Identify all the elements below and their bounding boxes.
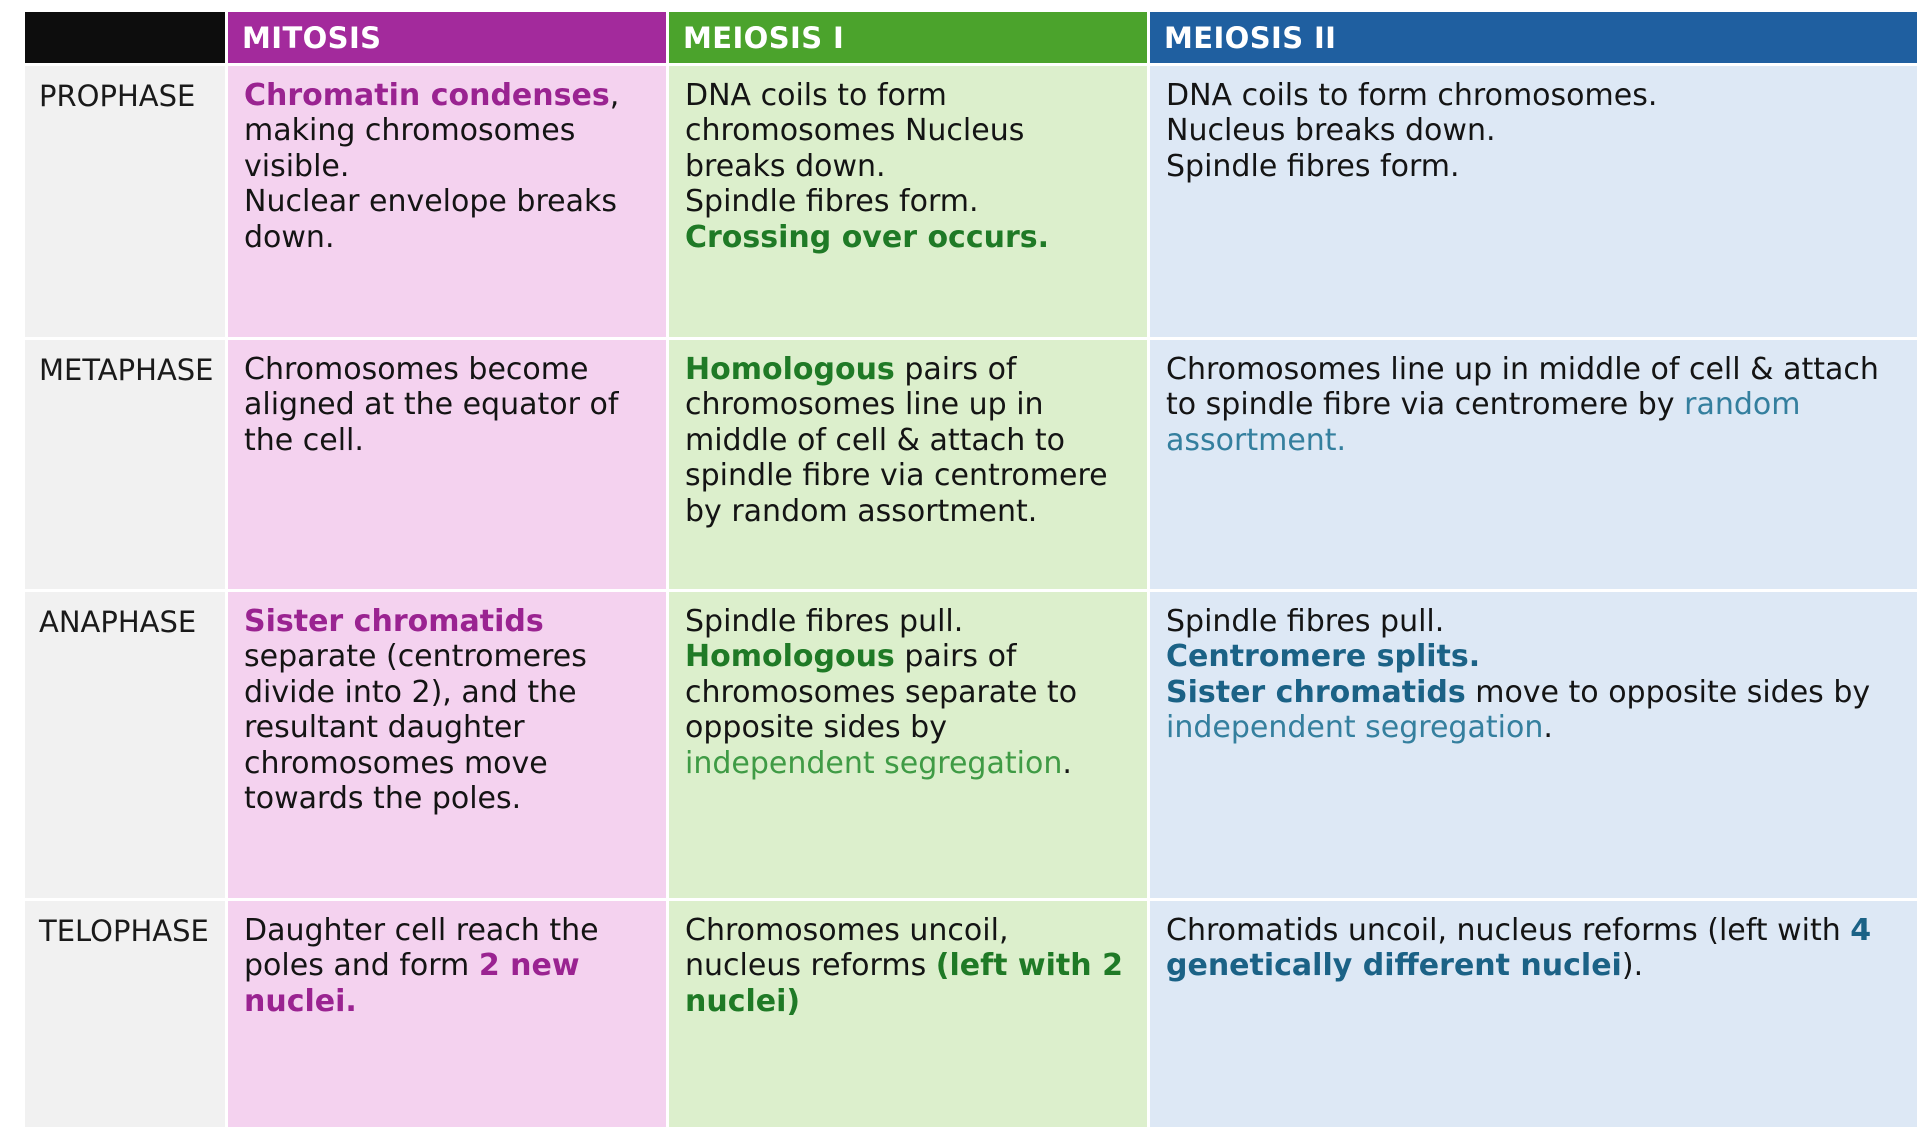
cell-metaphase-mitosis: Chromosomes become aligned at the equato…: [228, 340, 666, 589]
text-anaphase-meiosis-2-tail: .: [1543, 710, 1553, 746]
cell-telophase-meiosis-2: Chromatids uncoil, nucleus reforms (left…: [1150, 901, 1917, 1127]
row-label-telophase: TELOPHASE: [25, 901, 225, 1127]
cell-anaphase-mitosis: Sister chromatids separate (centromeres …: [228, 592, 666, 898]
text-anaphase-mitosis: separate (centromeres divide into 2), an…: [244, 604, 597, 816]
emphasis-sister-chromatids-meiosis-2: Sister chromatids: [1166, 674, 1466, 710]
cell-anaphase-meiosis-2: Spindle fibres pull. Centromere splits.S…: [1150, 592, 1917, 898]
table-row-anaphase: ANAPHASE Sister chromatids separate (cen…: [25, 592, 1917, 898]
mitosis-meiosis-comparison-table: MITOSIS MEIOSIS I MEIOSIS II PROPHASE Ch…: [22, 9, 1920, 1130]
text-prophase-meiosis-1: DNA coils to form chromosomes Nucleus br…: [685, 78, 1025, 220]
text-telophase-meiosis-2-tail: ).: [1621, 948, 1644, 984]
header-row: MITOSIS MEIOSIS I MEIOSIS II: [25, 12, 1917, 63]
cell-telophase-meiosis-1: Chromosomes uncoil, nucleus reforms (lef…: [669, 901, 1147, 1127]
text-anaphase-meiosis-1-mid: pairs of chromosomes separate to opposit…: [685, 639, 1087, 746]
row-label-metaphase: METAPHASE: [25, 340, 225, 589]
emphasis-homologous-metaphase: Homologous: [685, 352, 895, 387]
emphasis-random-assortment: random assortment.: [1166, 387, 1811, 458]
header-cell-meiosis-2: MEIOSIS II: [1150, 12, 1917, 63]
cell-prophase-mitosis: Chromatin condenses, making chromosomes …: [228, 66, 666, 337]
table-row-telophase: TELOPHASE Daughter cell reach the poles …: [25, 901, 1917, 1127]
cell-telophase-mitosis: Daughter cell reach the poles and form 2…: [228, 901, 666, 1127]
table-body: PROPHASE Chromatin condenses, making chr…: [25, 66, 1917, 1127]
text-metaphase-meiosis-2: Chromosomes line up in middle of cell & …: [1166, 352, 1889, 423]
table-header: MITOSIS MEIOSIS I MEIOSIS II: [25, 12, 1917, 63]
emphasis-crossing-over-occurs: Crossing over occurs.: [685, 219, 1050, 255]
cell-prophase-meiosis-2: DNA coils to form chromosomes. Nucleus b…: [1150, 66, 1917, 337]
emphasis-chromatin-condenses: Chromatin condenses: [244, 78, 610, 113]
text-anaphase-meiosis-2-lead: Spindle fibres pull.: [1166, 604, 1445, 639]
emphasis-independent-segregation-meiosis-1: independent segregation: [685, 745, 1063, 781]
row-label-prophase: PROPHASE: [25, 66, 225, 337]
cell-metaphase-meiosis-1: Homologous pairs of chromosomes line up …: [669, 340, 1147, 589]
text-anaphase-meiosis-1-tail: .: [1062, 745, 1072, 781]
header-cell-blank: [25, 12, 225, 63]
text-prophase-mitosis: , making chromosomes visible. Nuclear en…: [244, 78, 620, 255]
text-telophase-meiosis-2-lead: Chromatids uncoil, nucleus reforms (left…: [1166, 913, 1851, 948]
text-telophase-meiosis-1: Chromosomes uncoil, nucleus reforms: [685, 913, 1019, 984]
table-row-prophase: PROPHASE Chromatin condenses, making chr…: [25, 66, 1917, 337]
emphasis-2-new-nuclei: 2 new nuclei.: [244, 948, 591, 1019]
cell-anaphase-meiosis-1: Spindle fibres pull. Homologous pairs of…: [669, 592, 1147, 898]
emphasis-left-with-2-nuclei: (left with 2 nuclei): [685, 948, 1134, 1019]
cell-metaphase-meiosis-2: Chromosomes line up in middle of cell & …: [1150, 340, 1917, 589]
text-metaphase-meiosis-1: pairs of chromosomes line up in middle o…: [685, 352, 1118, 529]
text-telophase-mitosis: Daughter cell reach the poles and form: [244, 913, 609, 984]
emphasis-independent-segregation-meiosis-2: independent segregation: [1166, 710, 1544, 746]
cell-prophase-meiosis-1: DNA coils to form chromosomes Nucleus br…: [669, 66, 1147, 337]
header-cell-mitosis: MITOSIS: [228, 12, 666, 63]
emphasis-homologous-anaphase: Homologous: [685, 639, 895, 675]
comparison-table-container: MITOSIS MEIOSIS I MEIOSIS II PROPHASE Ch…: [25, 12, 1917, 1127]
table-row-metaphase: METAPHASE Chromosomes become aligned at …: [25, 340, 1917, 589]
emphasis-4-genetically-different-nuclei: 4 genetically different nuclei: [1166, 913, 1882, 984]
text-metaphase-mitosis: Chromosomes become aligned at the equato…: [244, 352, 628, 458]
row-label-anaphase: ANAPHASE: [25, 592, 225, 898]
text-anaphase-meiosis-2-mid: move to opposite sides by: [1465, 674, 1880, 710]
text-anaphase-meiosis-1-lead: Spindle fibres pull.: [685, 604, 964, 639]
emphasis-centromere-splits: Centromere splits.: [1166, 639, 1481, 675]
header-cell-meiosis-1: MEIOSIS I: [669, 12, 1147, 63]
text-prophase-meiosis-2: DNA coils to form chromosomes. Nucleus b…: [1166, 78, 1658, 184]
emphasis-sister-chromatids-mitosis: Sister chromatids: [244, 604, 544, 639]
